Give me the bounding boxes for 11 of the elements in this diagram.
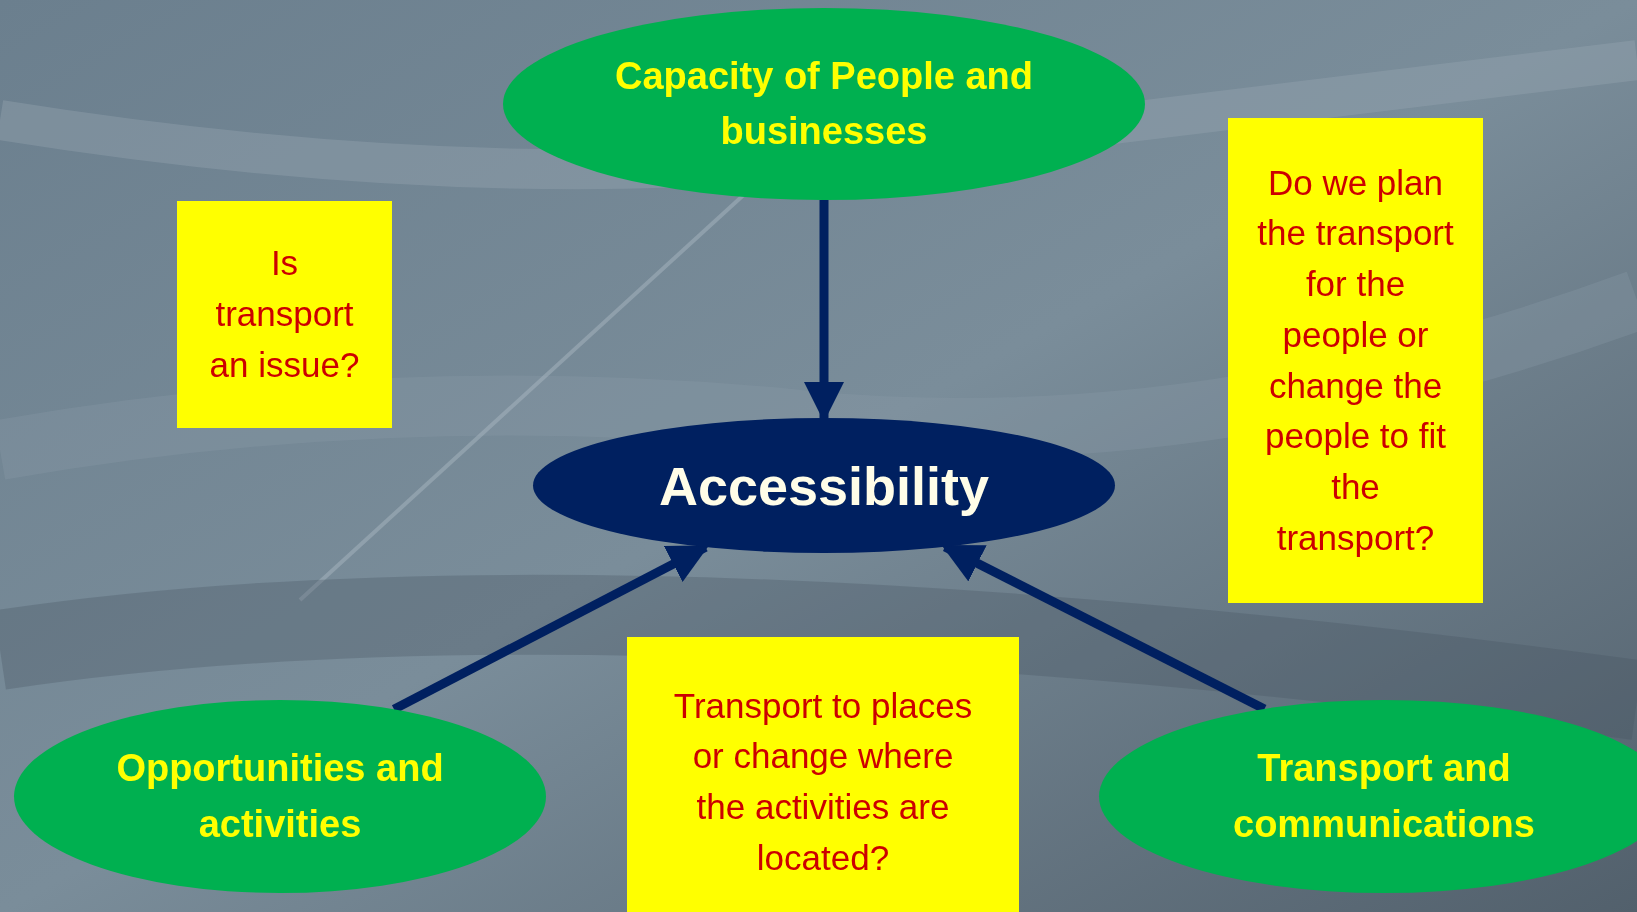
node-label: Is transport an issue? <box>208 242 361 386</box>
node-label: Capacity of People and businesses <box>613 53 1035 154</box>
question-note <box>177 201 392 428</box>
question-note <box>1228 118 1483 603</box>
node-label: Transport and communications <box>1232 746 1536 847</box>
node-label: Opportunities and activities <box>115 746 445 847</box>
question-note <box>627 637 1019 912</box>
node-label: Do we plan the transport for the people or change the people to fit the transport? <box>1256 161 1455 559</box>
node-label: Transport to places or change where the activities are located? <box>672 684 974 879</box>
arrow <box>941 542 1267 713</box>
node-label: Accessibility <box>658 454 990 517</box>
